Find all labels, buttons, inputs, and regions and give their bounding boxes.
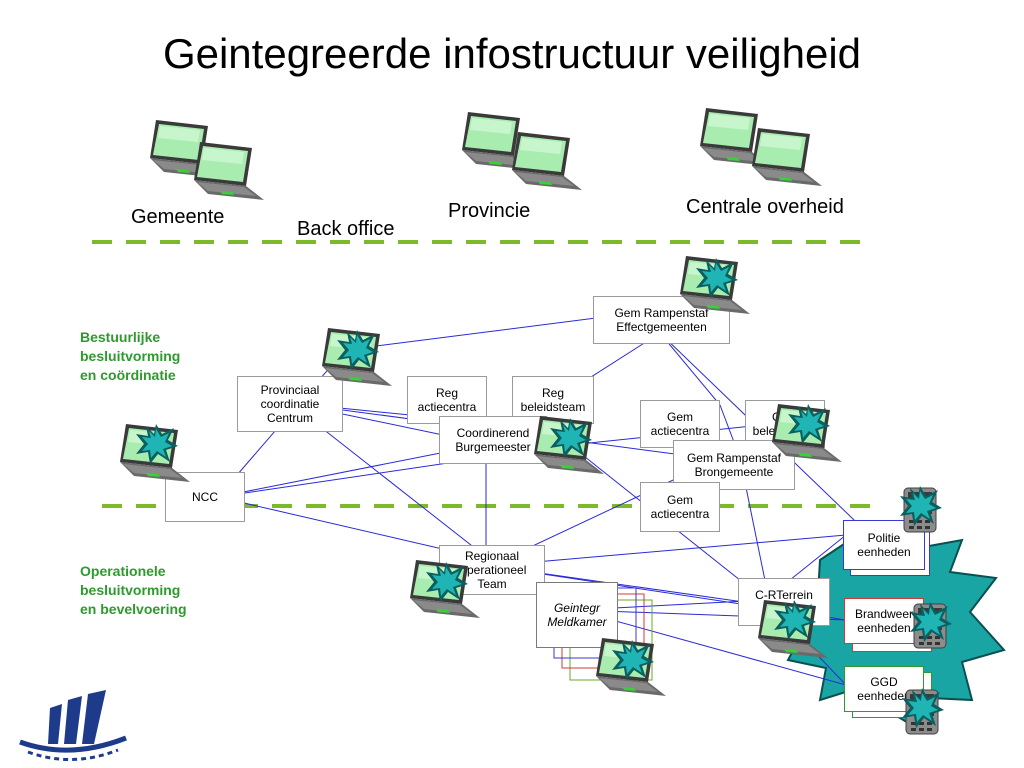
node-regionaal-operationeel-team[interactable]: Regionaal Operationeel Team [439, 545, 545, 595]
section-bestuurlijk: Bestuurlijke besluitvorming en coördinat… [80, 329, 181, 383]
unit-politie[interactable]: Politie eenheden [843, 520, 925, 570]
label-provincie: Provincie [448, 200, 531, 222]
unit-brandweer[interactable]: Brandweer eenheden [844, 598, 924, 644]
node-geintegreerde-meldkamer[interactable]: Geintegr Meldkamer [536, 582, 618, 648]
laptop-icon [752, 128, 822, 186]
node-provinciaal-centrum[interactable]: Provinciaal coordinatie Centrum [237, 376, 343, 432]
label-centrale-overheid: Centrale overheid [686, 196, 844, 218]
logo-icon [19, 690, 127, 761]
node-coordinerend-burgemeester[interactable]: Coordinerend Burgemeester [439, 416, 547, 464]
node-gem-rampenstaf-effect[interactable]: Gem Rampenstaf Effectgemeenten [593, 296, 730, 344]
laptop-icon [194, 142, 264, 200]
section-operationeel: Operationele besluitvorming en bevelvoer… [80, 563, 187, 617]
slide-title: Geintegreerde infostructuur veiligheid [162, 30, 862, 77]
laptop-icon [512, 132, 582, 190]
label-gemeente: Gemeente [131, 206, 225, 228]
node-c-rterrein-copi[interactable]: C-RTerrein / Copi [738, 578, 830, 626]
node-gem-actiecentra-2[interactable]: Gem actiecentra [640, 482, 720, 532]
node-ncc[interactable]: NCC [165, 472, 245, 522]
unit-ggd[interactable]: GGD eenheden [844, 666, 924, 712]
label-back-office: Back office [297, 218, 395, 240]
